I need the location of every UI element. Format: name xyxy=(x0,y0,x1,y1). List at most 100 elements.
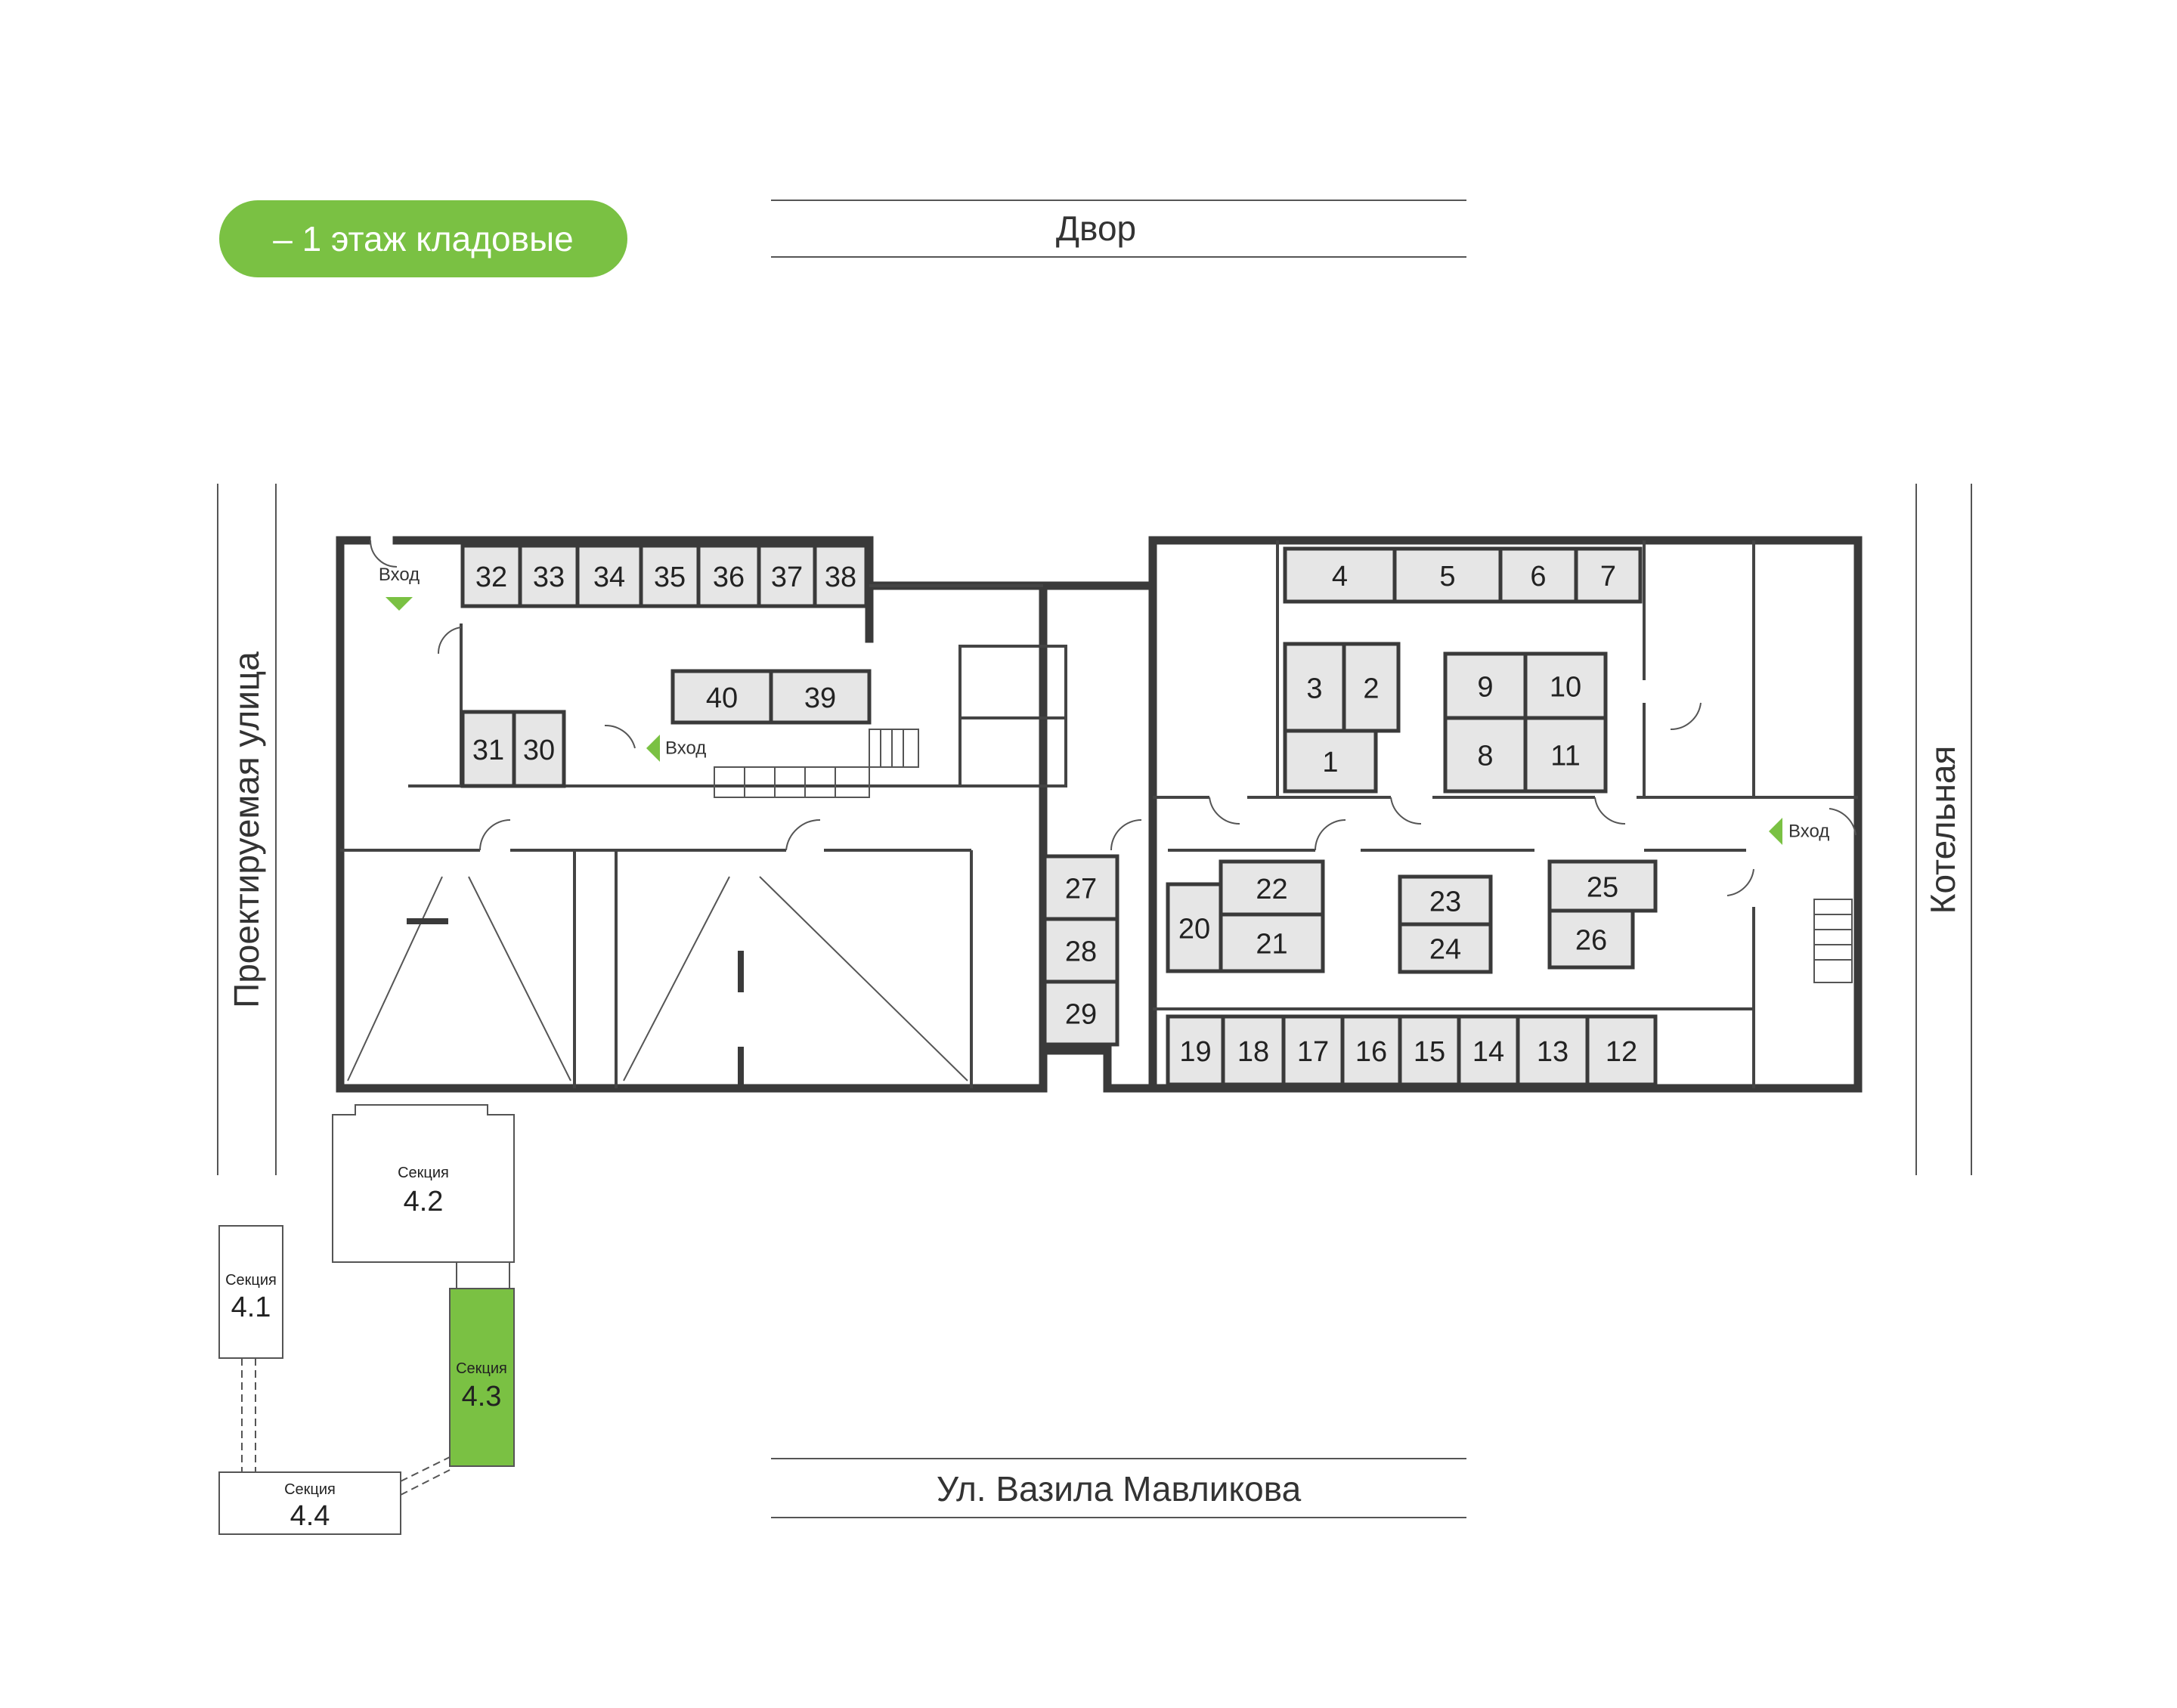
storage-room-number: 34 xyxy=(593,562,625,593)
storage-room-30[interactable]: 30 xyxy=(512,710,566,788)
storage-room-number: 14 xyxy=(1472,1036,1504,1068)
storage-room-11[interactable]: 11 xyxy=(1523,716,1608,794)
storage-room-box xyxy=(670,669,773,725)
storage-room-number: 40 xyxy=(706,682,738,714)
storage-room-number: 33 xyxy=(533,562,565,593)
storage-room-34[interactable]: 34 xyxy=(575,543,643,608)
storage-room-number: 12 xyxy=(1606,1036,1637,1068)
storage-room-number: 26 xyxy=(1575,925,1607,957)
street-lines xyxy=(217,200,1972,1518)
storage-room-box xyxy=(1498,546,1578,604)
storage-room-24[interactable]: 24 xyxy=(1398,922,1493,974)
entrance-right: Вход xyxy=(1769,818,1829,845)
storage-room-number: 19 xyxy=(1179,1036,1211,1068)
section-4-4[interactable]: Секция 4.4 xyxy=(218,1471,401,1535)
storage-room-box xyxy=(1547,908,1635,970)
storage-room-number: 36 xyxy=(713,562,745,593)
storage-room-number: 3 xyxy=(1306,673,1322,705)
storage-room-7[interactable]: 7 xyxy=(1574,546,1643,604)
storage-room-9[interactable]: 9 xyxy=(1443,651,1528,720)
storage-room-number: 8 xyxy=(1477,741,1493,772)
storage-room-40[interactable]: 40 xyxy=(670,669,773,725)
storage-room-number: 9 xyxy=(1477,672,1493,704)
storage-room-35[interactable]: 35 xyxy=(639,543,701,608)
storage-room-26[interactable]: 26 xyxy=(1547,908,1635,970)
street-left: Проектируемая улица xyxy=(227,651,266,1008)
storage-room-14[interactable]: 14 xyxy=(1457,1014,1520,1087)
storage-room-1[interactable]: 1 xyxy=(1283,729,1378,794)
section-caption: Секция xyxy=(398,1165,449,1181)
storage-room-number: 25 xyxy=(1587,872,1618,904)
storage-room-box xyxy=(813,543,869,608)
storage-room-13[interactable]: 13 xyxy=(1516,1014,1590,1087)
storage-room-6[interactable]: 6 xyxy=(1498,546,1578,604)
storage-room-22[interactable]: 22 xyxy=(1219,859,1325,917)
storage-room-17[interactable]: 17 xyxy=(1281,1014,1345,1087)
storage-room-box xyxy=(1042,854,1119,921)
storage-room-31[interactable]: 31 xyxy=(460,710,516,788)
storage-room-5[interactable]: 5 xyxy=(1392,546,1503,604)
storage-room-36[interactable]: 36 xyxy=(696,543,761,608)
storage-room-box xyxy=(1281,1014,1345,1087)
storage-room-number: 18 xyxy=(1237,1036,1269,1068)
storage-room-box xyxy=(1443,651,1528,720)
entrance-arrow-icon xyxy=(646,735,660,762)
storage-room-number: 22 xyxy=(1256,874,1287,905)
storage-room-2[interactable]: 2 xyxy=(1342,642,1401,733)
storage-room-number: 20 xyxy=(1178,914,1210,945)
storage-room-38[interactable]: 38 xyxy=(813,543,869,608)
storage-room-21[interactable]: 21 xyxy=(1219,912,1325,973)
storage-room-number: 16 xyxy=(1355,1036,1387,1068)
storage-room-box xyxy=(1219,912,1325,973)
storage-room-box xyxy=(1283,729,1378,794)
storage-room-25[interactable]: 25 xyxy=(1547,859,1658,913)
storage-room-27[interactable]: 27 xyxy=(1042,854,1119,921)
section-number: 4.4 xyxy=(290,1500,330,1532)
storage-room-box xyxy=(1166,1014,1225,1087)
section-4-2[interactable]: Секция 4.2 xyxy=(332,1104,515,1263)
section-caption: Секция xyxy=(284,1481,336,1498)
storage-room-16[interactable]: 16 xyxy=(1340,1014,1402,1087)
storage-room-number: 11 xyxy=(1550,741,1580,772)
storage-room-28[interactable]: 28 xyxy=(1042,917,1119,984)
storage-room-32[interactable]: 32 xyxy=(460,543,522,608)
storage-room-33[interactable]: 33 xyxy=(518,543,580,608)
storage-room-15[interactable]: 15 xyxy=(1398,1014,1461,1087)
storage-room-3[interactable]: 3 xyxy=(1283,642,1346,733)
storage-room-23[interactable]: 23 xyxy=(1398,874,1493,927)
storage-room-number: 32 xyxy=(475,562,507,593)
storage-room-20[interactable]: 20 xyxy=(1166,882,1223,973)
street-bottom: Ул. Вазила Мавликова xyxy=(937,1469,1302,1508)
storage-room-29[interactable]: 29 xyxy=(1042,979,1119,1047)
storage-room-10[interactable]: 10 xyxy=(1523,651,1608,720)
storage-room-number: 15 xyxy=(1414,1036,1445,1068)
storage-room-box xyxy=(1523,716,1608,794)
storage-room-number: 23 xyxy=(1429,886,1461,918)
storage-room-box xyxy=(1398,1014,1461,1087)
storage-room-number: 38 xyxy=(825,562,856,593)
storage-room-37[interactable]: 37 xyxy=(757,543,817,608)
storage-room-box xyxy=(1042,979,1119,1047)
storage-room-19[interactable]: 19 xyxy=(1166,1014,1225,1087)
storage-room-box xyxy=(1574,546,1643,604)
section-number: 4.1 xyxy=(231,1292,271,1323)
street-top: Двор xyxy=(1056,209,1136,248)
entrance-label: Вход xyxy=(1788,822,1829,842)
storage-room-number: 39 xyxy=(804,682,836,714)
storage-room-4[interactable]: 4 xyxy=(1283,546,1397,604)
storage-room-8[interactable]: 8 xyxy=(1443,716,1528,794)
storage-room-39[interactable]: 39 xyxy=(769,669,872,725)
entrance-label: Вход xyxy=(379,565,420,585)
section-4-1[interactable]: Секция 4.1 xyxy=(218,1225,283,1359)
storage-room-12[interactable]: 12 xyxy=(1585,1014,1658,1087)
section-caption: Секция xyxy=(456,1360,507,1377)
storage-room-box xyxy=(1457,1014,1520,1087)
section-4-3[interactable]: Секция 4.3 xyxy=(449,1261,515,1467)
storage-room-number: 5 xyxy=(1439,561,1455,593)
storage-room-number: 10 xyxy=(1550,672,1581,704)
storage-room-box xyxy=(1342,642,1401,733)
storage-room-18[interactable]: 18 xyxy=(1221,1014,1286,1087)
storage-room-box xyxy=(1523,651,1608,720)
storage-room-number: 28 xyxy=(1065,936,1097,968)
section-connectors xyxy=(241,1358,451,1496)
